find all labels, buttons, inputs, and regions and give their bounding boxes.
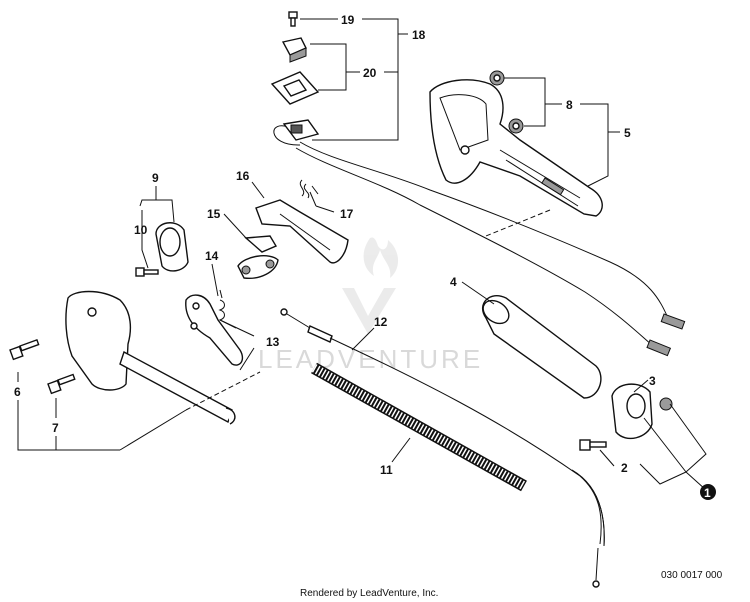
watermark-text: LEADVENTURE (258, 344, 483, 374)
control-shaft (119, 350, 236, 425)
nut-8-lower (508, 118, 524, 134)
callout-18: 18 (412, 28, 426, 42)
spiral-guard-11 (311, 362, 527, 492)
callout-11: 11 (380, 463, 393, 477)
callout-2: 2 (621, 461, 628, 475)
callout-3: 3 (649, 374, 656, 388)
watermark-logo (342, 237, 399, 334)
throttle-lever-16 (255, 199, 349, 264)
bracket-3 (611, 383, 653, 440)
grip-4 (481, 295, 602, 399)
bolt-6 (9, 338, 40, 361)
bolt-7 (47, 373, 76, 395)
wire-harness-switch (273, 119, 686, 357)
callout-12: 12 (374, 315, 388, 329)
spring-17 (299, 179, 319, 199)
callout-15: 15 (207, 207, 221, 221)
throttle-cable-12 (280, 308, 605, 588)
callout-5: 5 (624, 126, 631, 140)
housing-left (65, 290, 132, 391)
callout-14: 14 (205, 249, 219, 263)
lockout-15 (237, 235, 279, 279)
callout-6: 6 (14, 385, 21, 399)
nut-3 (659, 397, 673, 411)
callout-16: 16 (236, 169, 250, 183)
leader-lines (17, 18, 707, 491)
callout-4: 4 (450, 275, 457, 289)
callout-10: 10 (134, 223, 148, 237)
nut-8-upper (489, 70, 505, 86)
switch-knob-20 (281, 37, 307, 63)
callout-17: 17 (340, 207, 354, 221)
diagram-code: 030 0017 000 (661, 570, 723, 581)
clamp-9 (155, 222, 189, 272)
switch-plate-20 (270, 71, 320, 105)
callout-19: 19 (341, 13, 355, 27)
callout-20: 20 (363, 66, 377, 80)
callout-8: 8 (566, 98, 573, 112)
footer-credit: Rendered by LeadVenture, Inc. (300, 588, 438, 599)
callout-1-badge: 1 (700, 484, 716, 500)
rear-handle-5 (429, 79, 603, 217)
callout-9: 9 (152, 171, 159, 185)
trigger-13 (185, 294, 244, 366)
spring-14 (218, 289, 237, 329)
callout-1: 1 (704, 486, 711, 500)
callout-7: 7 (52, 421, 59, 435)
screw-10 (135, 267, 159, 277)
screw-19 (288, 11, 298, 27)
callout-13: 13 (266, 335, 280, 349)
bolt-2 (579, 439, 607, 451)
